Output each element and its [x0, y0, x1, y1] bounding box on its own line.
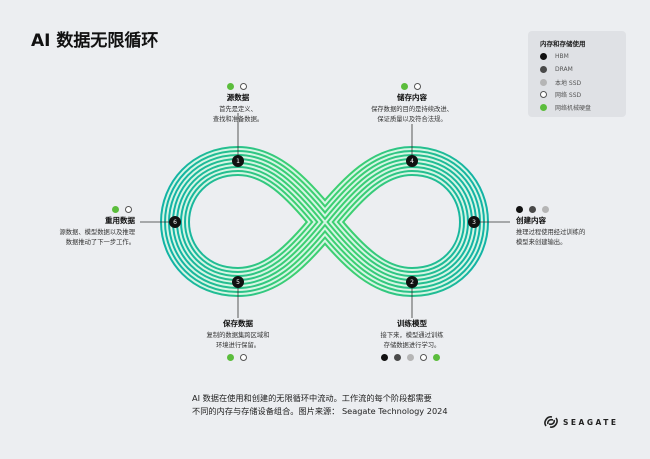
legend-item-hbm: HBM	[540, 53, 569, 60]
caption: AI 数据在使用和创建的无限循环中流动。工作流的每个阶段都需要 不同的内存与存储…	[192, 393, 448, 416]
stage-retain-data: 保存数据 复制的数据集跨区域和环境进行保留。	[190, 319, 286, 364]
stage-marker-2: 2	[406, 276, 418, 288]
svg-text:2: 2	[410, 279, 414, 286]
legend-title: 内存和存储使用	[540, 40, 586, 48]
dram-dot-icon	[394, 354, 401, 361]
hbm-dot-icon	[381, 354, 388, 361]
local-ssd-dot-icon	[407, 354, 414, 361]
loop-stripe	[174, 160, 475, 283]
stage-marker-1: 1	[232, 155, 244, 167]
svg-text:6: 6	[173, 219, 177, 226]
svg-text:1: 1	[236, 158, 240, 165]
legend: 内存和存储使用 HBM DRAM 本地 SSD 网络 SSD 网络机械硬盘	[528, 31, 626, 117]
dram-dot-icon	[540, 66, 547, 73]
network-hdd-dot-icon	[540, 104, 547, 111]
local-ssd-dot-icon	[542, 206, 549, 213]
network-hdd-dot-icon	[226, 354, 234, 361]
network-hdd-dot-icon	[112, 206, 119, 213]
hbm-dot-icon	[516, 206, 523, 213]
svg-text:5: 5	[236, 279, 240, 286]
legend-item-local-ssd: 本地 SSD	[540, 78, 581, 87]
svg-text:3: 3	[472, 219, 476, 226]
stage-marker-6: 6	[169, 216, 181, 228]
svg-text:4: 4	[410, 158, 414, 165]
stage-marker-5: 5	[232, 276, 244, 288]
legend-item-network-hdd: 网络机械硬盘	[540, 103, 591, 112]
stage-marker-4: 4	[406, 155, 418, 167]
stage-reuse-data: 重用数据 源数据、模型数据以及推理数据推动了下一步工作。	[40, 203, 135, 248]
network-ssd-dot-icon	[540, 91, 547, 98]
local-ssd-dot-icon	[540, 79, 547, 86]
network-ssd-dot-icon	[239, 354, 247, 361]
hbm-dot-icon	[540, 53, 547, 60]
stage-source-data: 源数据 首先是定义、查找和准备数据。	[195, 80, 281, 125]
legend-item-network-ssd: 网络 SSD	[540, 90, 581, 99]
stage-create-content: 创建内容 推理过程使用经过训练的模型来创建输出。	[516, 203, 616, 248]
seagate-logo: SEAGATE	[543, 415, 618, 429]
seagate-swirl-icon	[544, 416, 558, 428]
network-hdd-dot-icon	[400, 83, 408, 90]
stage-marker-3: 3	[468, 216, 480, 228]
network-ssd-dot-icon	[420, 354, 427, 361]
dram-dot-icon	[529, 206, 536, 213]
legend-item-dram: DRAM	[540, 66, 573, 73]
stage-store-content: 储存内容 保存数据的目的是持续改进、保证质量以及符合法规。	[352, 80, 472, 125]
page-title: AI 数据无限循环	[31, 31, 159, 51]
network-ssd-dot-icon	[413, 83, 421, 90]
network-ssd-dot-icon	[125, 206, 132, 213]
stage-train-model: 训练模型 接下来，模型通过训练存储数据进行学习。	[364, 319, 460, 364]
network-hdd-dot-icon	[226, 83, 234, 90]
network-hdd-dot-icon	[433, 354, 440, 361]
network-ssd-dot-icon	[239, 83, 247, 90]
